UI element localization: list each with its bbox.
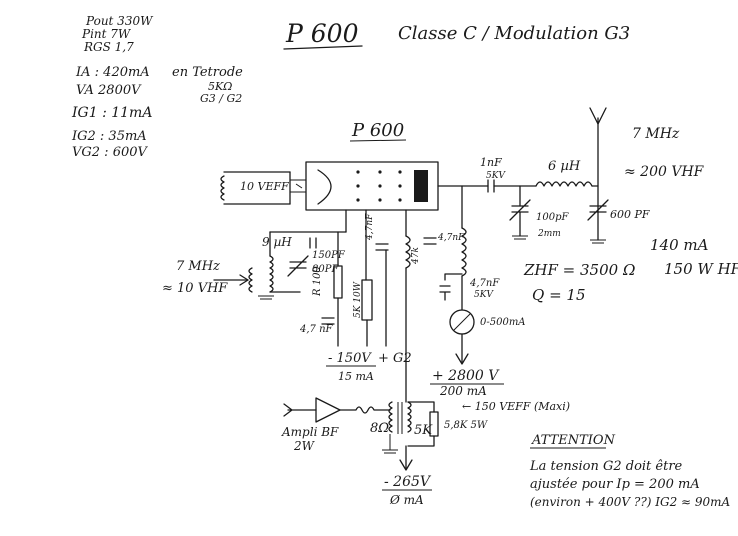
- choke-label: 47k: [411, 247, 421, 265]
- k5-label: 5K: [414, 423, 433, 438]
- tube-label: P 600: [351, 120, 404, 141]
- power-150-label: 150 W HF: [664, 260, 738, 278]
- vcap-80pf: [287, 255, 309, 277]
- tube-anode: [414, 170, 428, 202]
- input-arrow-head: [239, 274, 249, 286]
- ground-icon-2: [590, 239, 606, 244]
- rf-choke-g3: [405, 235, 411, 269]
- cap-150-label: 150PF: [312, 250, 346, 261]
- tube-cathode: [317, 169, 332, 205]
- attention-line-1: La tension G2 doit être: [529, 459, 683, 474]
- res-g2-label: 5K 10W: [353, 281, 363, 318]
- note-tetrode: en Tetrode: [172, 65, 243, 80]
- v-neg150-label: - 150V: [328, 351, 372, 366]
- cap-4-7nf-a: [321, 317, 335, 325]
- cap-150pf: [309, 237, 317, 249]
- meter-needle: [453, 313, 471, 331]
- freq-out-label: 7 MHz: [632, 126, 680, 142]
- mod-transformer-core: [397, 402, 403, 434]
- title-underline: [283, 45, 363, 50]
- cap-4-7-a-label: 4,7 nF: [299, 324, 334, 335]
- rating-va: VA 2800V: [76, 83, 142, 98]
- vcap-80-label: 80PF: [312, 264, 339, 275]
- cap-1nf-label: 1nF: [480, 156, 502, 169]
- cap-4-7nf-c: [423, 237, 437, 245]
- antenna-icon: [589, 107, 607, 125]
- cap-hv-label: 4,7nF: [469, 278, 500, 289]
- out-volts-label: ≈ 200 VHF: [624, 164, 705, 180]
- mod-transformer-secondary: [407, 401, 412, 433]
- amp-bf-triangle: [315, 397, 341, 423]
- gap-label: 2mm: [537, 229, 561, 239]
- ground-icon-3: [258, 295, 274, 300]
- ground-icon-1: [512, 235, 528, 240]
- v-eff-label: ← 150 VEFF (Maxi): [462, 400, 570, 413]
- inductor-6uh: [535, 181, 593, 187]
- page-title: P 600: [285, 19, 359, 48]
- cap-1nf: [487, 179, 495, 193]
- cap-4-7-b-label: 4,7nF: [365, 213, 375, 241]
- vcap-600-label: 600 PF: [610, 208, 650, 221]
- rf-choke-hv: [461, 227, 467, 277]
- cap-hv: [439, 273, 463, 301]
- attention-line-3: (environ + 400V ??) IG2 ≈ 90mA: [530, 495, 731, 509]
- mod-transformer-primary: [388, 401, 393, 433]
- v-265-label: - 265V: [384, 474, 432, 490]
- neg-arrow: [399, 459, 413, 471]
- ground-icon-4: [382, 434, 398, 454]
- ohm8-label: 8Ω: [370, 421, 389, 436]
- current-140-label: 140 mA: [650, 236, 709, 254]
- spec-pint: Pint 7W: [81, 27, 132, 41]
- amp-out-resistor: [339, 406, 391, 414]
- inductor-6uh-label: 6 µH: [548, 159, 581, 174]
- filament-coil: [220, 175, 225, 201]
- rating-ia: IA : 420mA: [75, 65, 150, 80]
- spec-rgs: RGS 1,7: [83, 40, 134, 54]
- note-g3g2: G3 / G2: [200, 92, 242, 105]
- zhf-label: ZHF = 3500 Ω: [523, 261, 635, 279]
- rating-vg2: VG2 : 600V: [72, 145, 149, 160]
- link-coil: [248, 267, 253, 293]
- r-5k8-label: 5,8K 5W: [444, 420, 488, 431]
- cap-hv-volt: 5KV: [474, 290, 494, 300]
- g2-plus-label: + G2: [378, 351, 412, 366]
- vcap-100-label: 100pF: [536, 212, 569, 223]
- freq-in-label: 7 MHz: [176, 259, 220, 274]
- resistor-5k-g2: [361, 279, 373, 321]
- q-label: Q = 15: [532, 286, 586, 304]
- ind-9uh-label: 9 µH: [262, 235, 292, 249]
- meter-label: 0-500mA: [480, 317, 526, 328]
- rating-ig2: IG2 : 35mA: [71, 129, 147, 144]
- amp-w-label: 2W: [293, 439, 316, 453]
- r100-label: R 100: [312, 266, 323, 297]
- note-5k: 5KΩ: [208, 80, 232, 93]
- hv-arrow: [455, 353, 469, 365]
- in-volts-label: ≈ 10 VHF: [162, 281, 228, 296]
- ma-15-label: 15 mA: [338, 370, 374, 383]
- spec-pout: Pout 330W: [85, 14, 154, 28]
- cap-1nf-volt: 5KV: [486, 171, 506, 181]
- ma-0-label: Ø mA: [389, 493, 424, 507]
- amp-input-arrow: [283, 403, 317, 417]
- vcap-600pf: [587, 199, 609, 221]
- v-2800-label: + 2800 V: [432, 368, 500, 384]
- tank-coil-9uh: [269, 255, 274, 293]
- tube-heater-lines: [290, 179, 306, 193]
- tube-grid-dots: [356, 170, 402, 202]
- attention-heading: ATTENTION: [531, 433, 616, 448]
- r5k8-wires: [407, 401, 435, 447]
- attention-line-2: ajustée pour Ip = 200 mA: [530, 477, 700, 492]
- filament-label: 10 VEFF: [240, 180, 289, 193]
- cap-4-7nf-b: [375, 243, 389, 251]
- rating-ig1: IG1 : 11mA: [71, 105, 152, 121]
- tube-label-underline: [349, 139, 407, 142]
- ma-200-label: 200 mA: [439, 384, 487, 398]
- page-subtitle: Classe C / Modulation G3: [398, 23, 630, 44]
- cap-4-7-c-label: 4,7nF: [437, 233, 465, 243]
- amp-bf-label: Ampli BF: [281, 425, 339, 439]
